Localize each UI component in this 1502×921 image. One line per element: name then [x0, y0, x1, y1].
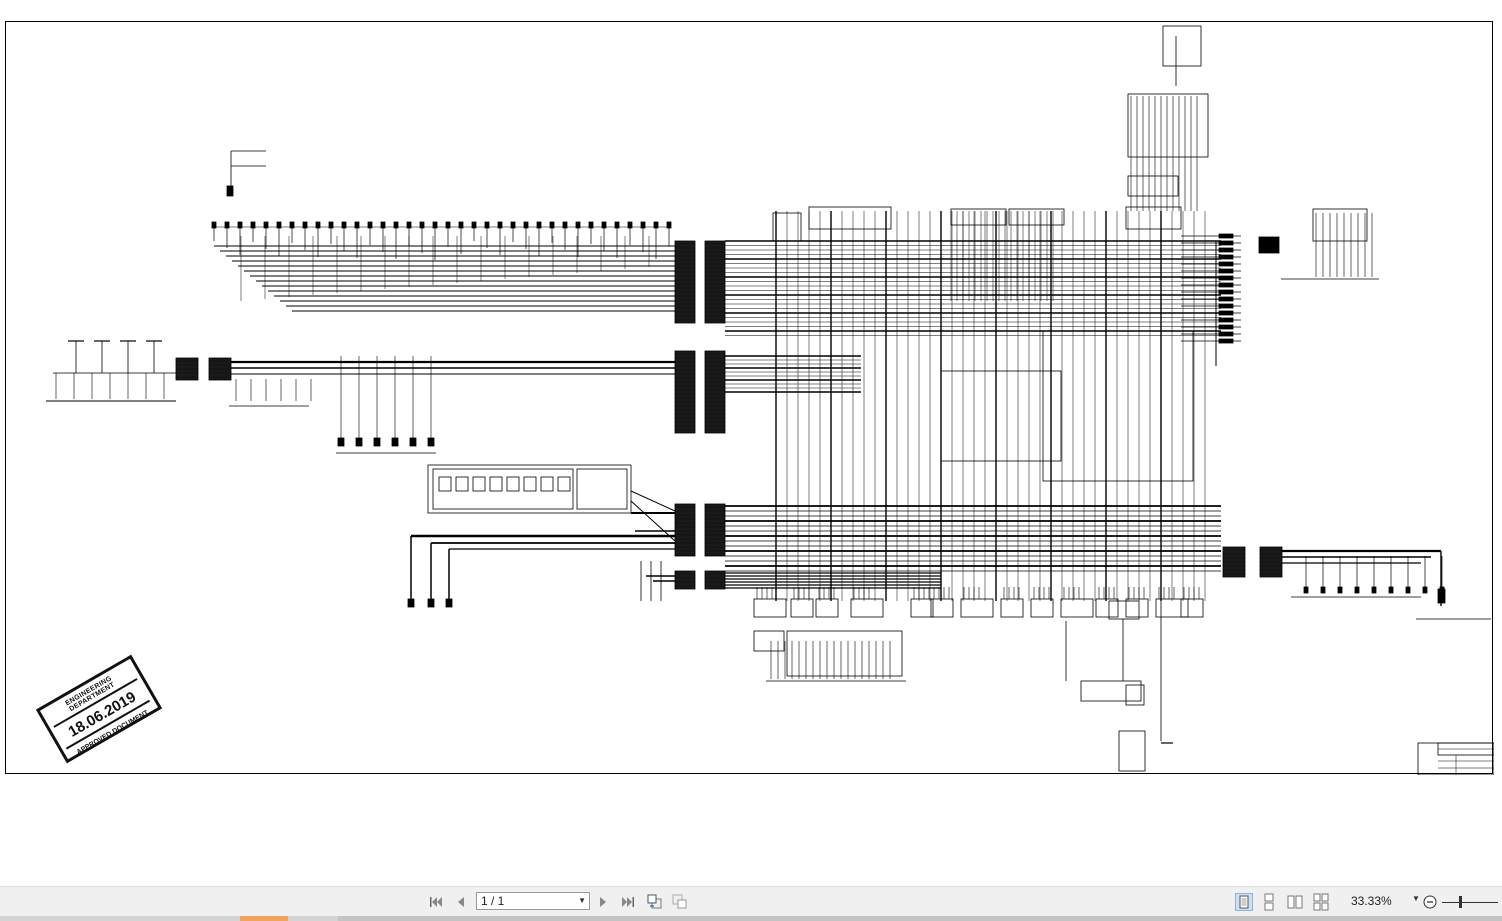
previous-view-icon[interactable]	[646, 893, 664, 911]
last-page-icon[interactable]	[619, 893, 637, 911]
status-strip-accent	[240, 916, 288, 921]
status-strip-segment	[338, 916, 1502, 921]
first-page-icon[interactable]	[427, 893, 445, 911]
continuous-facing-view-icon[interactable]	[1312, 893, 1330, 911]
viewer-toolbar: 1 / 1 ▼ 33.33% ▼	[0, 886, 1502, 916]
facing-view-icon[interactable]	[1286, 893, 1304, 911]
zoom-level[interactable]: 33.33%	[1351, 894, 1392, 908]
status-strip	[0, 916, 1502, 921]
next-page-icon[interactable]	[594, 893, 612, 911]
document-page: ENGINEERING DEPARTMENT 18.06.2019 APPROV…	[5, 21, 1494, 775]
continuous-view-icon[interactable]	[1260, 893, 1278, 911]
chevron-down-icon[interactable]: ▼	[1412, 894, 1420, 903]
zoom-out-icon[interactable]	[1421, 893, 1439, 911]
zoom-slider-track[interactable]	[1442, 902, 1498, 903]
document-viewport[interactable]: ENGINEERING DEPARTMENT 18.06.2019 APPROV…	[0, 0, 1502, 886]
page-number-field[interactable]: 1 / 1 ▼	[476, 892, 590, 910]
zoom-slider-handle[interactable]	[1459, 896, 1462, 908]
chevron-down-icon[interactable]: ▼	[578, 896, 586, 905]
wiring-schematic	[46, 25, 1494, 775]
single-page-view-icon[interactable]	[1235, 893, 1253, 911]
next-view-icon[interactable]	[671, 893, 689, 911]
previous-page-icon[interactable]	[452, 893, 470, 911]
page-indicator-text: 1 / 1	[481, 894, 505, 908]
